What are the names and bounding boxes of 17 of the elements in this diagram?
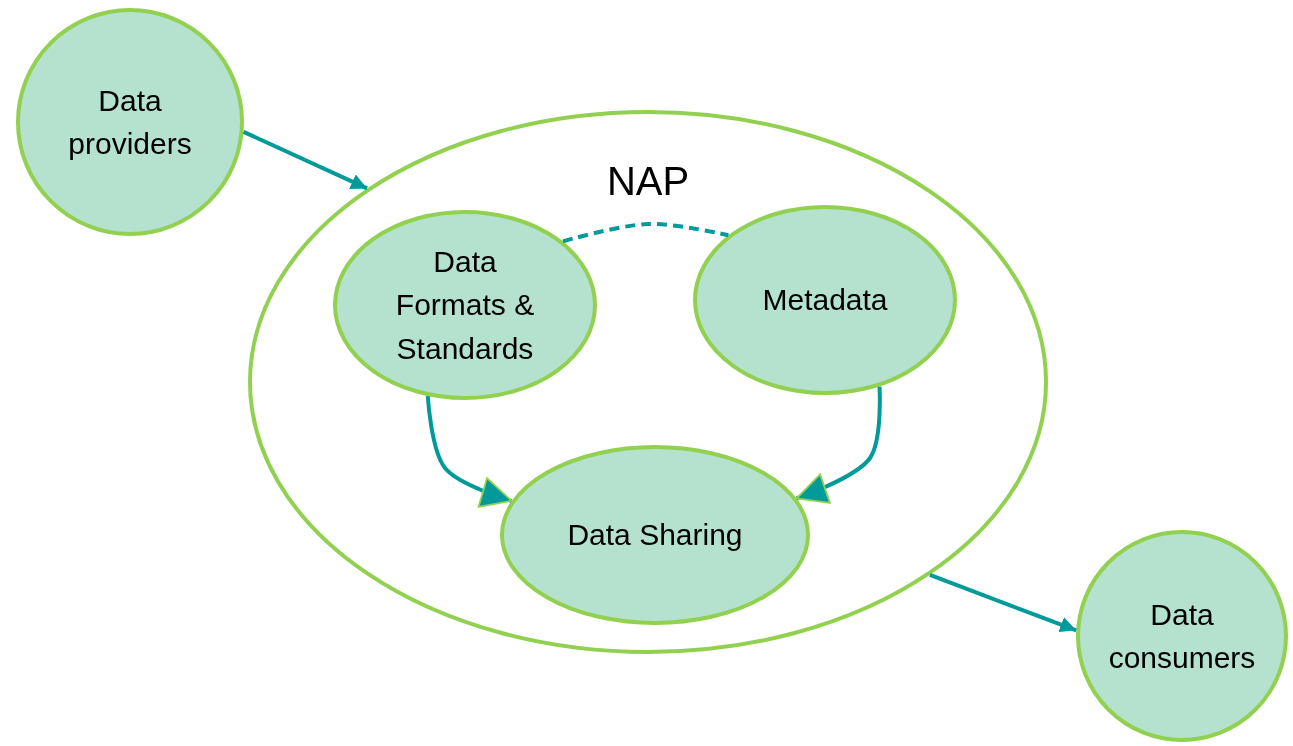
node-label: Data consumers — [1107, 596, 1257, 676]
arrow — [242, 130, 368, 191]
arrow — [929, 573, 1077, 633]
arrow — [425, 396, 513, 508]
arrow — [795, 386, 882, 504]
node-label: Metadata — [762, 282, 888, 319]
ellipse-node — [333, 210, 597, 400]
node-label: Data providers — [67, 82, 193, 162]
boundary-ellipse — [248, 110, 1048, 654]
node-label: Data Sharing — [567, 517, 743, 554]
node-label: NAP — [606, 158, 690, 205]
circle-node — [16, 8, 244, 236]
ellipse-node — [500, 445, 810, 625]
dashed-connector — [562, 222, 729, 244]
circle-node — [1076, 530, 1288, 742]
ellipse-node — [693, 205, 957, 395]
node-label: Data Formats & Standards — [394, 243, 536, 367]
